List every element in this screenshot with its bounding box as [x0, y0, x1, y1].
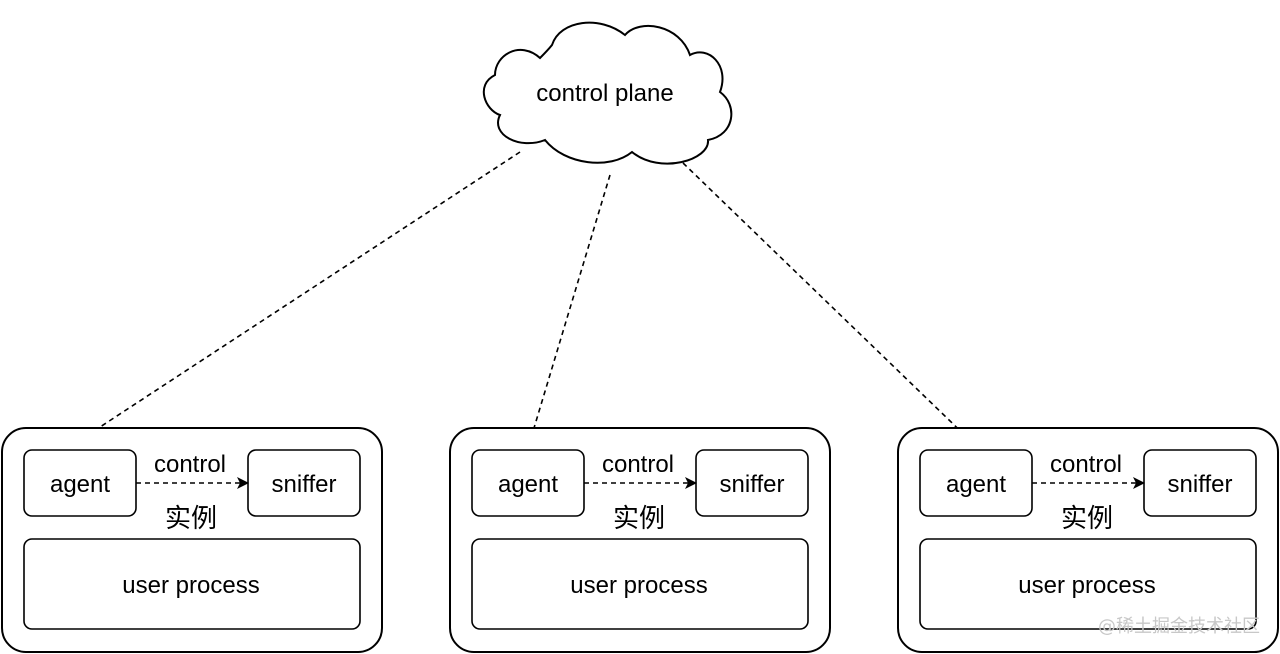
cloud-label: control plane	[536, 80, 673, 107]
connector-line-1	[67, 151, 521, 449]
user-process-box	[919, 538, 1257, 630]
agent-label: agent	[498, 471, 558, 498]
instance-label: 实例	[613, 503, 665, 533]
agent-label: agent	[50, 471, 110, 498]
agent-label: agent	[946, 471, 1006, 498]
sniffer-label: sniffer	[720, 471, 785, 498]
user-process-label: user process	[1018, 572, 1155, 599]
control-arrow-label: control	[1050, 451, 1122, 478]
sniffer-label: sniffer	[272, 471, 337, 498]
user-process-box	[471, 538, 809, 630]
cloud-shape	[482, 21, 733, 165]
instance-3: agent sniffer control 实例 user process	[897, 427, 1279, 653]
user-process-label: user process	[122, 572, 259, 599]
sniffer-label: sniffer	[1168, 471, 1233, 498]
control-arrow-label: control	[154, 451, 226, 478]
control-plane-cloud: control plane	[482, 21, 733, 165]
connector-line-3	[682, 162, 979, 449]
user-process-box	[23, 538, 361, 630]
instance-label: 实例	[1061, 503, 1113, 533]
instance-label: 实例	[165, 503, 217, 533]
user-process-label: user process	[570, 572, 707, 599]
instance-1: agent sniffer control 实例 user process	[1, 427, 383, 653]
watermark: @稀土掘金技术社区	[1098, 616, 1260, 637]
connector-line-2	[527, 174, 611, 449]
control-arrow-label: control	[602, 451, 674, 478]
instance-2: agent sniffer control 实例 user process	[449, 427, 831, 653]
